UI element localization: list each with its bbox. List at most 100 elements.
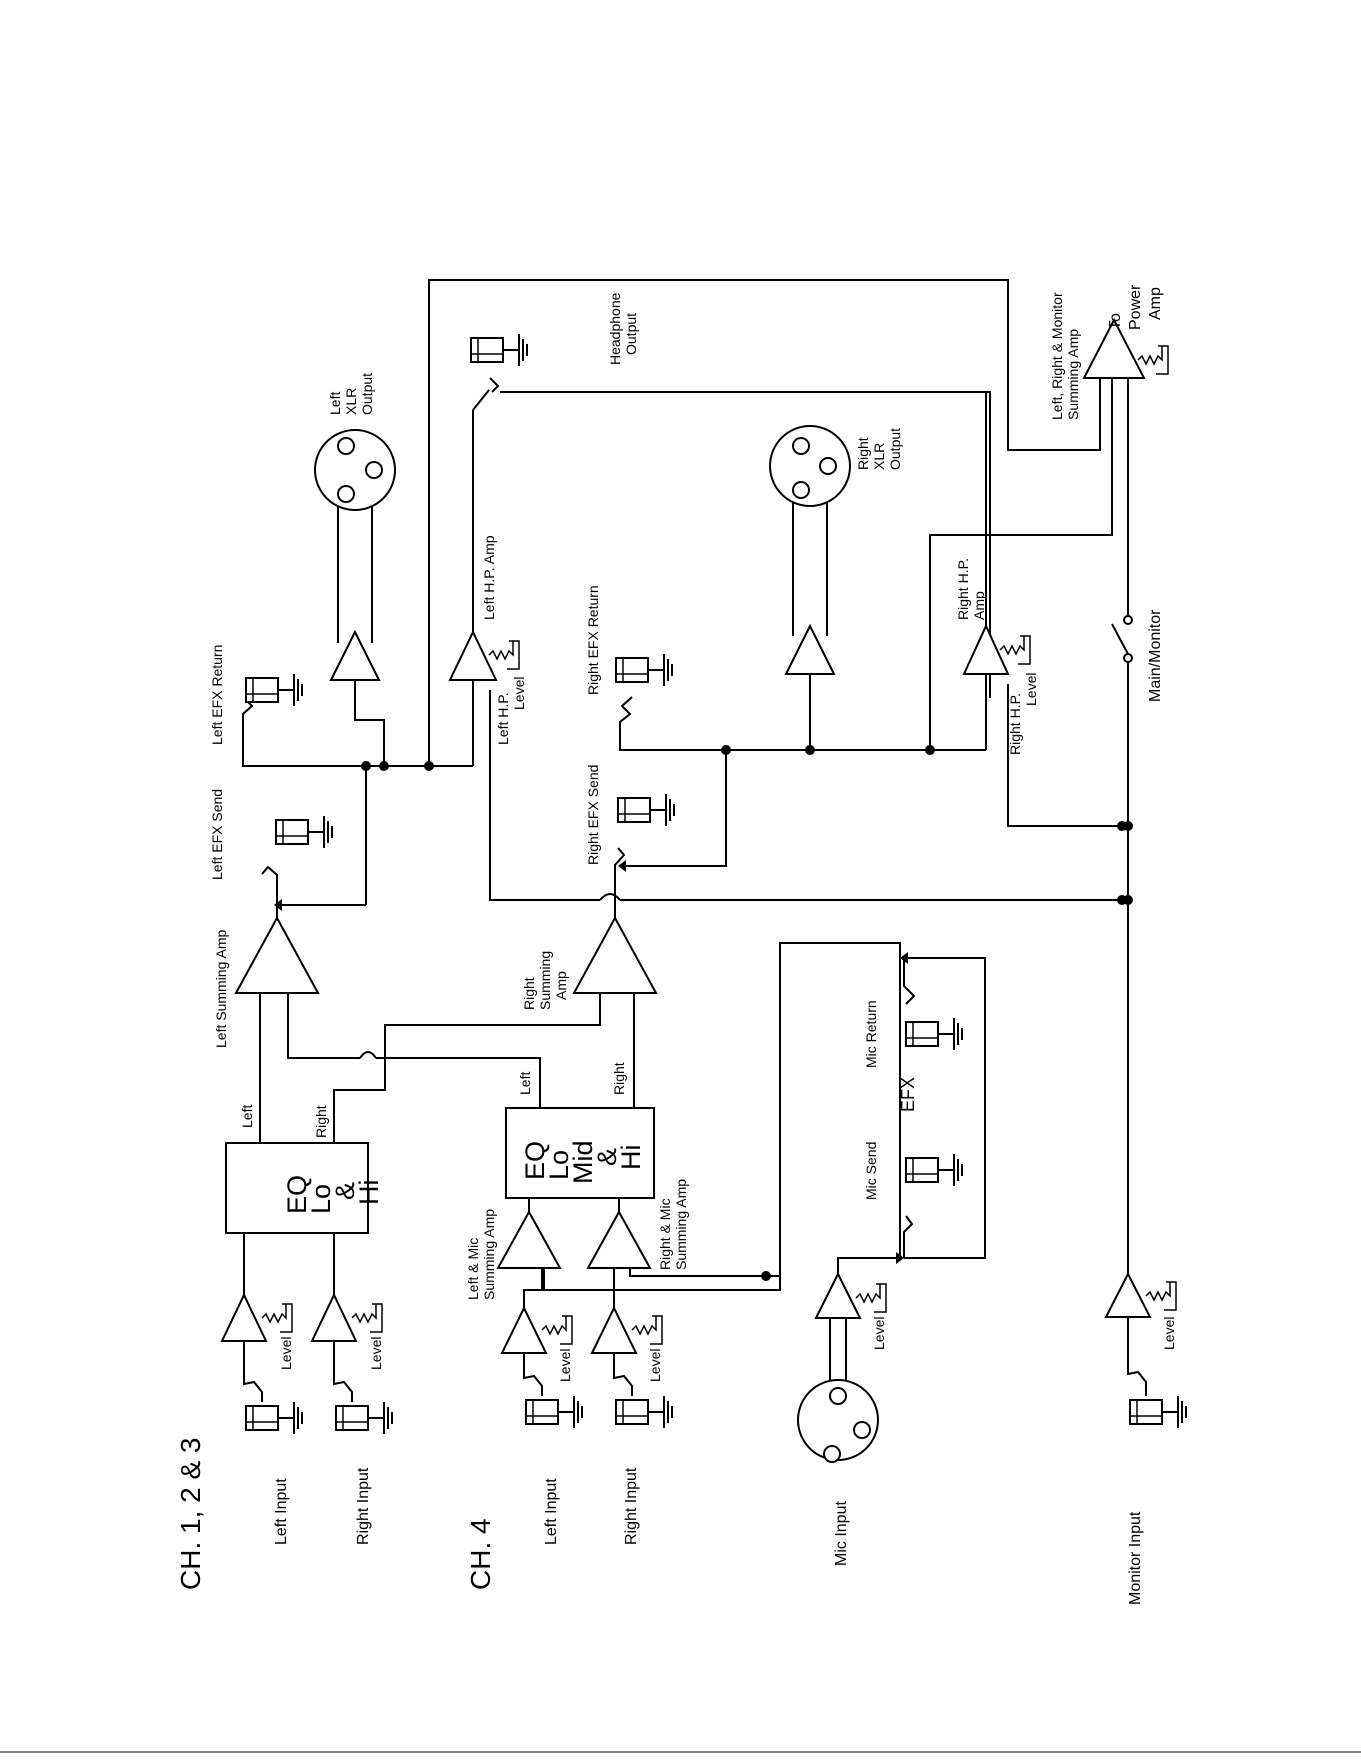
ch4-left-level-label: Level [557,1349,573,1382]
ch4-eq-label: Hi [616,1145,646,1171]
mic-send-jack-icon [905,1153,963,1187]
right-mic-summing-amp-label: Right & Mic [657,1198,673,1270]
ch123-left-summing-amp [234,915,320,994]
ch4-left-input-label: Left Input [543,1478,560,1545]
ch123-eq-label: Lo [306,1184,336,1214]
ch123-left-level-label: Level [278,1337,294,1370]
ch4-eq-label: Lo [544,1150,574,1180]
mic-level-pot-icon [855,1283,887,1313]
right-hp-amp [962,623,1010,675]
left-xlr-output-label: XLR [343,388,359,415]
right-xlr-driver-amp [784,623,836,675]
right-summing-amp-label: Summing [537,951,553,1010]
efx-label: EFX [898,1077,918,1112]
right-efx-send-label: Right EFX Send [585,765,601,865]
right-xlr-output-label: Right [855,437,871,470]
right-summing-amp-label: Amp [553,971,569,1000]
left-hp-amp-label: Left H.P. Amp [481,535,497,620]
right-efx-return-jack-icon [615,653,673,687]
ch4-right-level-pot-icon [631,1315,663,1345]
right-summing-amp-label: Right [521,977,537,1010]
ch4-right-level-amp [590,1305,638,1354]
ch123-eq-label: & [330,1182,360,1200]
ch123-eq-label: Hi [354,1180,384,1206]
ch123-right-input-label: Right Input [355,1467,372,1545]
heading-ch123: CH. 1, 2 & 3 [175,1437,206,1590]
left-efx-return-label: Left EFX Return [209,645,225,745]
summing-amp-label: Left, Right & Monitor [1049,292,1065,420]
mic-input-label: Mic Input [833,1501,850,1566]
output-level-pot-icon [1137,345,1169,375]
right-hp-level-label: Level [1023,673,1039,706]
ch123-left-level-amp [220,1292,268,1342]
headphone-output-label: Headphone [607,292,623,365]
left-xlr-output-label: Output [359,373,375,415]
monitor-input-jack-icon [1129,1395,1187,1429]
ch4-left-input-jack-icon [525,1395,583,1429]
left-xlr-output-connector-icon [314,429,396,511]
to-power-amp-label: To [1107,313,1124,330]
right-xlr-output-connector-icon [769,425,851,507]
ch4-right-input-jack-icon [615,1395,673,1429]
left-efx-send-jack-icon [275,815,333,849]
left-mic-summing-amp [496,1209,562,1269]
ch4-eq-label: EQ [520,1141,550,1180]
monitor-level-amp [1104,1271,1152,1318]
left-xlr-driver-amp [329,629,381,681]
left-xlr-output-label: Left [327,392,343,415]
ch4-eq-left-label: Left [517,1072,533,1095]
main-monitor-label: Main/Monitor [1147,609,1164,702]
ch123-right-input-jack-icon [335,1401,393,1435]
monitor-input-label: Monitor Input [1127,1511,1144,1605]
ch123-eq-box [225,1142,369,1234]
ch4-eq-right-label: Right [611,1062,627,1095]
ch4-eq-label: Mid [568,1140,598,1184]
right-hp-level-label: Right H.P. [1007,693,1023,755]
ch4-eq-box [505,1107,655,1199]
mic-level-amp [814,1271,862,1319]
mic-return-jack-icon [905,1017,963,1051]
ch4-left-level-pot-icon [541,1315,573,1345]
headphone-output-label: Output [623,313,639,355]
left-hp-level-label: Left H.P. [495,692,511,745]
ch4-left-level-amp [500,1305,548,1354]
right-xlr-output-label: XLR [871,443,887,470]
left-mic-summing-amp-label: Left & Mic [465,1238,481,1300]
right-mic-summing-amp-label: Summing Amp [673,1179,689,1270]
right-efx-send-jack-icon [617,793,675,827]
ch4-right-input-label: Right Input [623,1467,640,1545]
heading-ch4: CH. 4 [465,1518,496,1590]
right-hp-amp-label: Right H.P. [955,558,971,620]
right-xlr-output-label: Output [887,428,903,470]
left-efx-send-label: Left EFX Send [209,789,225,880]
to-power-amp-label: Power [1127,284,1144,330]
ch4-right-level-label: Level [647,1349,663,1382]
monitor-level-label: Level [1161,1317,1177,1350]
left-summing-amp-label: Left Summing Amp [213,930,229,1048]
ch123-eq-right-label: Right [313,1105,329,1138]
right-mic-summing-amp [586,1209,652,1269]
ch123-right-level-amp [310,1292,358,1342]
ch123-eq-left-label: Left [239,1105,255,1128]
left-hp-level-pot-icon [488,640,520,670]
ch123-left-input-jack-icon [245,1401,303,1435]
headphone-output-jack-icon [470,333,528,367]
to-power-amp-label: Amp [1147,287,1164,320]
left-hp-level-label: Level [511,677,527,710]
left-efx-return-jack-icon [245,673,303,707]
mic-level-label: Level [871,1317,887,1350]
mic-return-label: Mic Return [863,1000,879,1068]
left-mic-summing-amp-label: Summing Amp [481,1209,497,1300]
right-efx-return-label: Right EFX Return [585,585,601,695]
summing-amp-label: Summing Amp [1065,329,1081,420]
main-monitor-switch-icon [1123,653,1133,663]
ch123-left-level-pot-icon [261,1303,293,1333]
ch123-left-input-label: Left Input [273,1478,290,1545]
right-summing-amp [572,915,658,994]
monitor-level-pot-icon [1145,1281,1177,1311]
ch123-right-level-label: Level [368,1337,384,1370]
right-hp-amp-label: Amp [971,591,987,620]
left-hp-amp [448,629,498,681]
ch123-right-level-pot-icon [351,1303,383,1333]
